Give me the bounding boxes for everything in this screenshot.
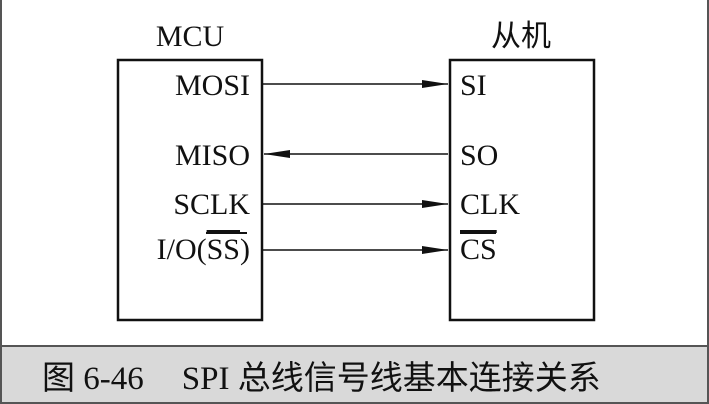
figure-caption: 图 6-46 SPI 总线信号线基本连接关系 <box>2 345 707 402</box>
mcu-pin-ss-prefix: I/O( <box>157 233 207 266</box>
mcu-pin-mosi: MOSI <box>175 69 250 102</box>
mcu-block <box>116 58 264 322</box>
slave-pin-cs: CS <box>460 233 497 266</box>
slave-pin-so: SO <box>460 139 498 172</box>
mcu-pin-ss-bar: SS <box>207 233 240 266</box>
slave-pin-clk: CLK <box>460 188 520 221</box>
caption-number: 图 6-46 <box>42 360 144 397</box>
slave-title: 从机 <box>491 20 551 53</box>
slave-pin-si: SI <box>460 69 487 102</box>
mcu-pin-miso: MISO <box>175 139 250 172</box>
caption-title: SPI 总线信号线基本连接关系 <box>181 360 601 397</box>
mcu-title: MCU <box>156 20 225 53</box>
mcu-pin-ss: I/O(SS) <box>157 233 250 266</box>
slave-block <box>448 58 596 322</box>
spi-connection-diagram: MCU 从机 MOSI MISO SCLK I/O(SS) SI SO CLK … <box>116 20 596 322</box>
mcu-pin-ss-suffix: ) <box>240 233 250 266</box>
mcu-pin-sclk: SCLK <box>173 188 250 221</box>
slave-pin-cs-bar: CS <box>460 233 497 266</box>
